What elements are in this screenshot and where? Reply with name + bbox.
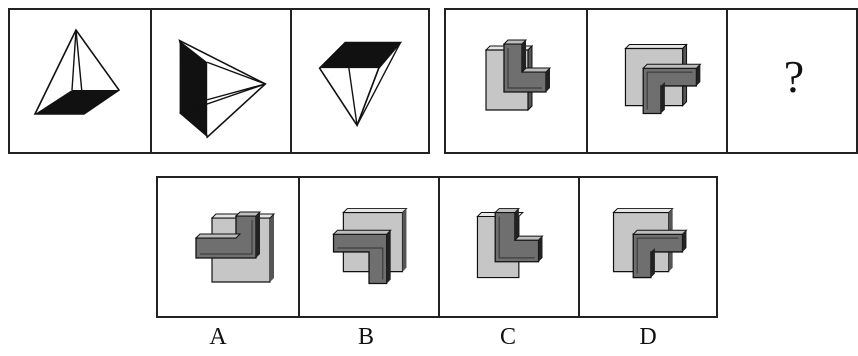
option-d-figure[interactable] [578, 178, 718, 316]
option-c-figure[interactable] [438, 178, 578, 316]
options-panel [156, 176, 718, 318]
figure-l-block-2 [586, 10, 726, 152]
option-a-figure[interactable] [158, 178, 298, 316]
figure-unknown: ? [726, 10, 858, 152]
option-b-figure[interactable] [298, 178, 438, 316]
figure-pyramid-2 [150, 10, 290, 152]
figure-pyramid-1 [10, 10, 150, 152]
question-group-1 [8, 8, 430, 154]
question-group-2: ? [444, 8, 858, 154]
figure-pyramid-3 [290, 10, 430, 152]
option-c-label[interactable]: C [499, 324, 516, 350]
option-d-label[interactable]: D [639, 324, 657, 350]
option-a-label[interactable]: A [209, 324, 227, 350]
option-b-label[interactable]: B [357, 324, 374, 350]
figure-l-block-1 [446, 10, 586, 152]
question-mark: ? [783, 51, 805, 102]
